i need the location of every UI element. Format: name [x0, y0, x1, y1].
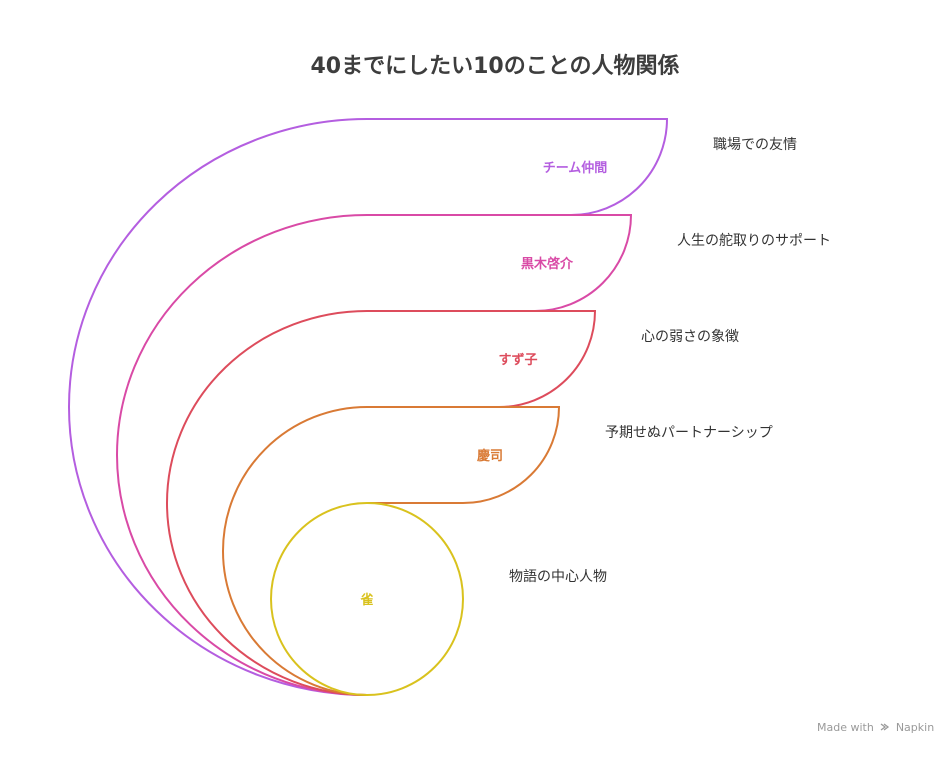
layer-keiji-shape [222, 406, 561, 696]
watermark-prefix: Made with [817, 721, 874, 734]
layer-suzuko-shape [166, 310, 597, 696]
layer-suzuko-description: 心の弱さの象徴 [641, 329, 739, 345]
core-circle [270, 502, 464, 696]
layer-suzuko-label: すず子 [498, 352, 537, 368]
core-description: 物語の中心人物 [509, 569, 607, 585]
layer-keiji-label: 慶司 [477, 448, 503, 464]
layer-keiji-description: 予期せぬパートナーシップ [605, 425, 773, 441]
layer-kuroki-label: 黒木啓介 [521, 256, 574, 272]
layer-kuroki-description: 人生の舵取りのサポート [677, 233, 831, 249]
made-with-napkin-watermark: Made with Napkin [817, 721, 934, 734]
layer-kuroki-shape [116, 214, 633, 696]
core-label: 雀 [359, 592, 373, 608]
napkin-logo-icon [880, 723, 890, 731]
layer-team-shape [68, 118, 669, 696]
watermark-brand: Napkin [895, 721, 935, 734]
layer-team-description: 職場での友情 [713, 137, 797, 153]
diagram-title: 40までにしたい10のことの人物関係 [310, 54, 680, 79]
layer-team-label: チーム仲間 [543, 160, 608, 176]
